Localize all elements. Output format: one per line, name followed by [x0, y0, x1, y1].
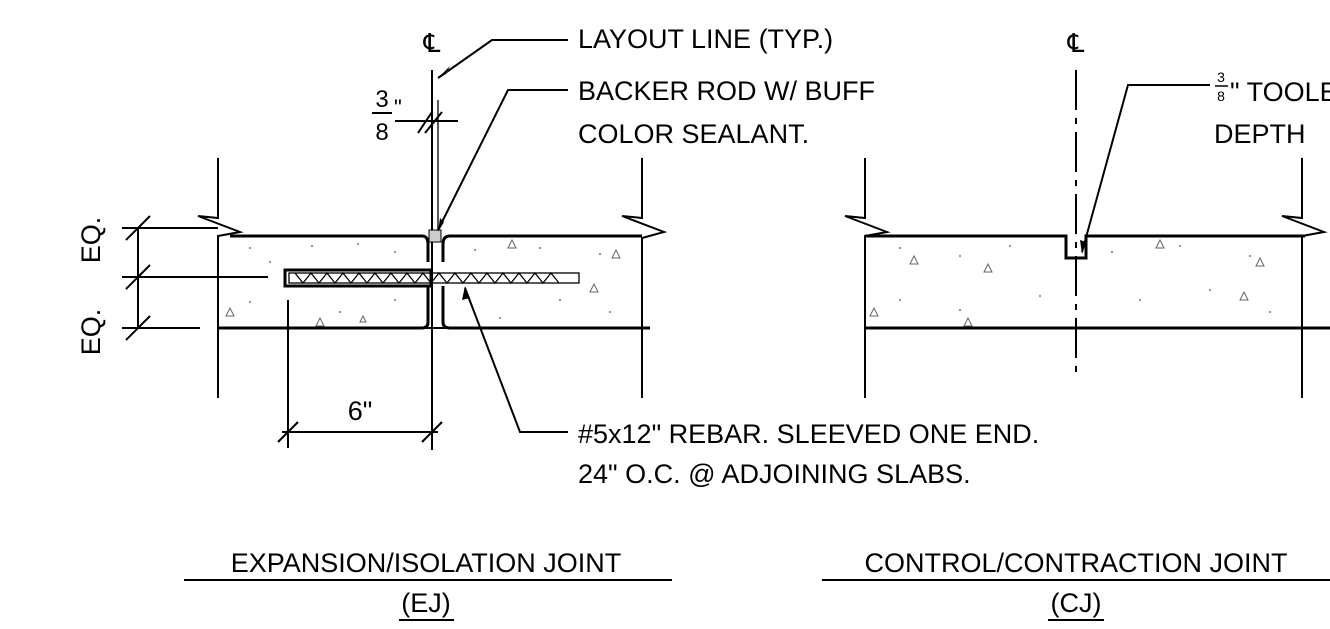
tooled-label-2: DEPTH	[1214, 119, 1306, 149]
rebar-label-2: 24" O.C. @ ADJOINING SLABS.	[578, 459, 971, 489]
sealant	[428, 229, 442, 243]
arrowhead-backer	[438, 218, 444, 232]
aggregate-stipple-left	[225, 238, 621, 327]
ej-title: EXPANSION/ISOLATION JOINT	[231, 548, 622, 578]
fraction-inch-mark: "	[394, 95, 402, 120]
rebar-leader	[464, 287, 568, 433]
eq-tick-bot	[125, 315, 151, 341]
arrowhead-rebar	[462, 286, 470, 300]
ej-code: (EJ)	[401, 588, 451, 618]
tooled-frac-den: 8	[1217, 88, 1225, 104]
layout-line-leader	[437, 39, 568, 79]
tooled-leader	[1081, 84, 1210, 253]
left-slab-outline	[218, 234, 430, 330]
eq-tick-top	[125, 215, 151, 241]
cj-right-break-line	[1281, 158, 1328, 398]
six-inch-tick-right	[421, 421, 443, 443]
eq-label-lower: EQ.	[76, 309, 106, 356]
expansion-joint-detail	[122, 39, 668, 450]
cj-left-break-line	[844, 158, 891, 398]
backer-rod-leader	[437, 89, 568, 231]
dim-tick-b	[424, 111, 443, 134]
eq-label-upper: EQ.	[76, 217, 106, 264]
eq-tick-mid	[125, 264, 151, 290]
arrowhead-layout	[438, 66, 450, 78]
six-inch-tick-left	[277, 421, 299, 443]
right-break-line	[621, 158, 668, 398]
backer-rod-label-2: COLOR SEALANT.	[578, 119, 809, 149]
left-break-line	[197, 158, 244, 398]
centerline-symbol-right: ℄	[1067, 28, 1085, 58]
fraction-numerator: 3	[375, 86, 388, 113]
backer-rod-label-1: BACKER ROD W/ BUFF	[578, 76, 875, 106]
aggregate-stipple-right	[869, 238, 1271, 327]
cj-title: CONTROL/CONTRACTION JOINT	[865, 548, 1288, 578]
layout-line-label: LAYOUT LINE (TYP.)	[578, 24, 833, 54]
rebar-bar	[288, 272, 580, 284]
rebar-label-1: #5x12" REBAR. SLEEVED ONE END.	[578, 419, 1039, 449]
six-inch-label: 6"	[348, 396, 373, 426]
centerline-symbol-left: ℄	[423, 28, 441, 58]
cj-code: (CJ)	[1051, 588, 1102, 618]
tooled-frac-num: 3	[1217, 69, 1225, 85]
fraction-denominator: 8	[375, 119, 388, 146]
control-joint-detail	[844, 70, 1330, 398]
rebar-hatch	[294, 271, 560, 285]
arrowhead-tooled	[1080, 240, 1086, 254]
dim-tick-a	[417, 111, 433, 134]
